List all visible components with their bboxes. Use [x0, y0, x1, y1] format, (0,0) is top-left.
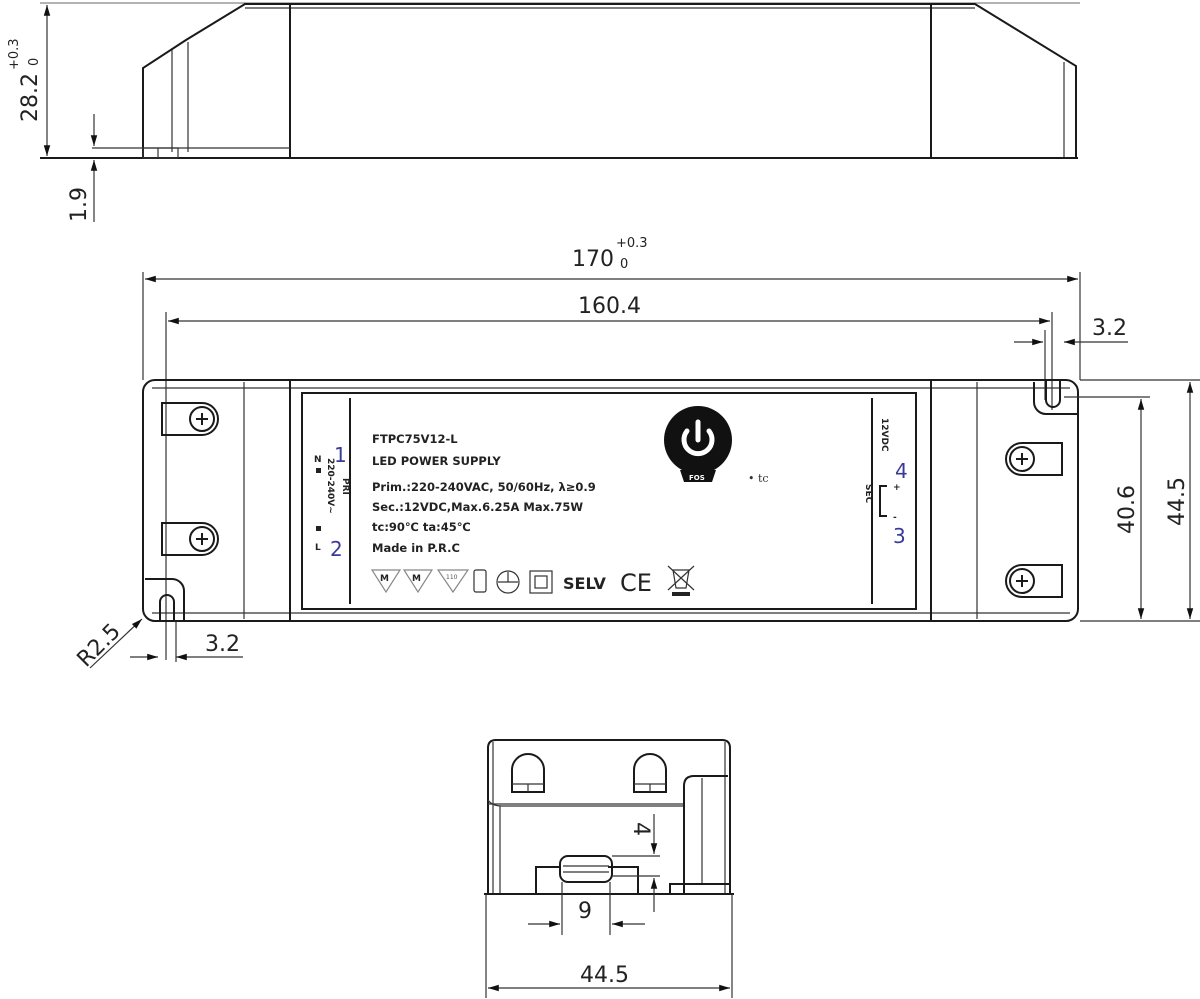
end-width-dim: 44.5 [580, 963, 629, 988]
plus-sign: + [893, 483, 901, 493]
side-height-tol-lower: 0 [27, 58, 42, 66]
right-slot-width-dim: 3.2 [1092, 316, 1127, 341]
length-dim: 170 [572, 247, 614, 272]
sec-voltage: 12VDC [879, 418, 889, 452]
screw-terminal-right-top [1005, 442, 1063, 476]
product-label: PRI 220-240V~ N L 1 2 FTPC75V12-L LED PO… [301, 392, 917, 610]
tc-point-mark: • tc [748, 472, 769, 485]
pin-n-label: N [314, 455, 322, 465]
svg-text:110: 110 [446, 574, 458, 581]
pin-1: 1 [334, 443, 347, 467]
svg-text:M: M [380, 574, 389, 584]
pin-3: 3 [893, 524, 906, 548]
cert-shield-icon [473, 569, 487, 593]
screw-terminal-left-bottom [161, 522, 219, 556]
power-logo-icon: FOS [664, 406, 732, 482]
cert-temp-icon: 110 [436, 569, 470, 594]
screw-terminal-left-top [161, 402, 219, 436]
cert-m-icon-2: M [402, 569, 434, 594]
selv-mark: SELV [563, 574, 606, 593]
side-foot-dim: 1.9 [67, 187, 92, 222]
hole-spacing-dim: 160.4 [578, 294, 641, 319]
side-view: 28.2 +0.3 0 1.9 [7, 2, 1080, 222]
total-width-dim: 44.5 [1165, 477, 1190, 526]
label-temps: tc:90℃ ta:45℃ [372, 520, 471, 534]
output-connector [559, 855, 613, 883]
sec-tag: SEC [863, 484, 873, 504]
side-height-dim: 28.2 [18, 73, 43, 122]
cert-m-icon-1: M [370, 569, 402, 594]
svg-text:M: M [412, 574, 421, 584]
class-ii-double-square-icon [529, 570, 553, 594]
inner-width-dim: 40.6 [1115, 485, 1140, 534]
cert-lamp-icon [496, 570, 520, 594]
label-product: LED POWER SUPPLY [372, 454, 501, 468]
corner-radius-dim: R2.5 [73, 619, 126, 672]
top-view: 170 +0.3 0 160.4 3.2 [73, 236, 1200, 672]
length-tol-lower: 0 [620, 257, 628, 272]
connector-width-dim: 9 [578, 899, 592, 924]
minus-sign: - [893, 513, 897, 523]
end-height-dim: 4 [628, 822, 653, 836]
left-slot-width-dim: 3.2 [205, 632, 240, 657]
end-view: 4 9 44.5 [484, 739, 734, 998]
ce-mark: CE [620, 569, 652, 597]
pin-2: 2 [330, 537, 343, 561]
pin-4: 4 [895, 459, 908, 483]
pin-l-label: L [315, 543, 321, 553]
screw-terminal-right-bottom [1005, 564, 1063, 598]
side-height-tol-upper: +0.3 [7, 38, 22, 70]
weee-bin-icon [667, 565, 695, 596]
label-origin: Made in P.R.C [372, 541, 460, 555]
svg-text:FOS: FOS [689, 474, 705, 482]
label-secondary: Sec.:12VDC,Max.6.25A Max.75W [372, 500, 583, 514]
label-model: FTPC75V12-L [372, 432, 458, 446]
length-tol-upper: +0.3 [616, 236, 648, 251]
label-primary: Prim.:220-240VAC, 50/60Hz, λ≥0.9 [372, 480, 596, 494]
pri-tag: PRI [340, 478, 350, 495]
pri-voltage: 220-240V~ [325, 458, 335, 514]
